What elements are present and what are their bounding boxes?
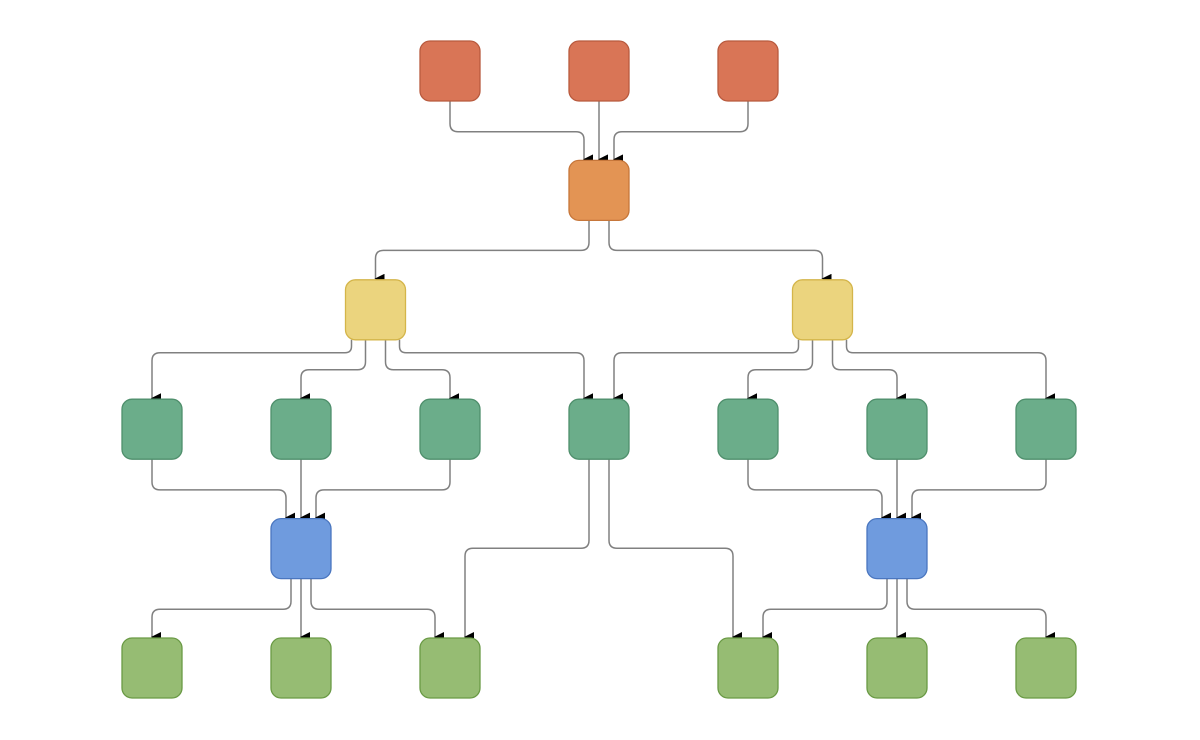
node-sink-l2[interactable] — [270, 637, 332, 699]
node-source-s1[interactable] — [419, 40, 481, 102]
node-sink-l4[interactable] — [717, 637, 779, 699]
node-source-s3[interactable] — [717, 40, 779, 102]
node-sink-l3[interactable] — [419, 637, 481, 699]
node-process-g3[interactable] — [419, 398, 481, 460]
edge-m1-to-y2 — [608, 220, 832, 284]
edge-g4-to-l4 — [608, 459, 742, 642]
node-split-y1[interactable] — [344, 279, 407, 341]
node-source-s2[interactable] — [568, 40, 630, 102]
node-process-g6[interactable] — [866, 398, 928, 460]
node-process-g7[interactable] — [1015, 398, 1077, 460]
edge-y1-to-g3 — [384, 339, 459, 404]
edge-y2-to-g4 — [613, 339, 800, 404]
edge-y2-to-g7 — [845, 339, 1055, 404]
edge-y1-to-g4 — [398, 339, 593, 404]
edge-b1-to-l3 — [310, 578, 444, 642]
edge-m1-to-y1 — [374, 220, 590, 284]
edge-g3-to-b1 — [315, 459, 451, 523]
edge-y2-to-g5 — [747, 339, 814, 404]
edge-y1-to-g2 — [300, 339, 367, 404]
node-sink-l5[interactable] — [866, 637, 928, 699]
node-sink-l1[interactable] — [121, 637, 183, 699]
node-aggregate-b2[interactable] — [866, 517, 928, 580]
edge-s1-to-m1 — [449, 101, 593, 165]
node-process-g1[interactable] — [121, 398, 183, 460]
node-process-g2[interactable] — [270, 398, 332, 460]
nodes-layer — [121, 40, 1077, 699]
edge-y2-to-g6 — [831, 339, 906, 404]
edge-s3-to-m1 — [613, 101, 749, 165]
edge-y1-to-g1 — [151, 339, 353, 404]
node-process-g4[interactable] — [568, 398, 630, 460]
node-split-y2[interactable] — [791, 279, 854, 341]
node-sink-l6[interactable] — [1015, 637, 1077, 699]
edge-b2-to-l4 — [762, 578, 888, 642]
edge-g4-to-l3 — [464, 459, 590, 642]
edge-b2-to-l6 — [906, 578, 1055, 642]
node-merge-m1[interactable] — [568, 159, 630, 222]
edge-g5-to-b2 — [747, 459, 891, 523]
edge-b1-to-l1 — [151, 578, 292, 642]
edges-layer — [151, 101, 1055, 642]
node-process-g5[interactable] — [717, 398, 779, 460]
edge-g7-to-b2 — [911, 459, 1047, 523]
node-aggregate-b1[interactable] — [270, 517, 332, 580]
edge-g1-to-b1 — [151, 459, 295, 523]
